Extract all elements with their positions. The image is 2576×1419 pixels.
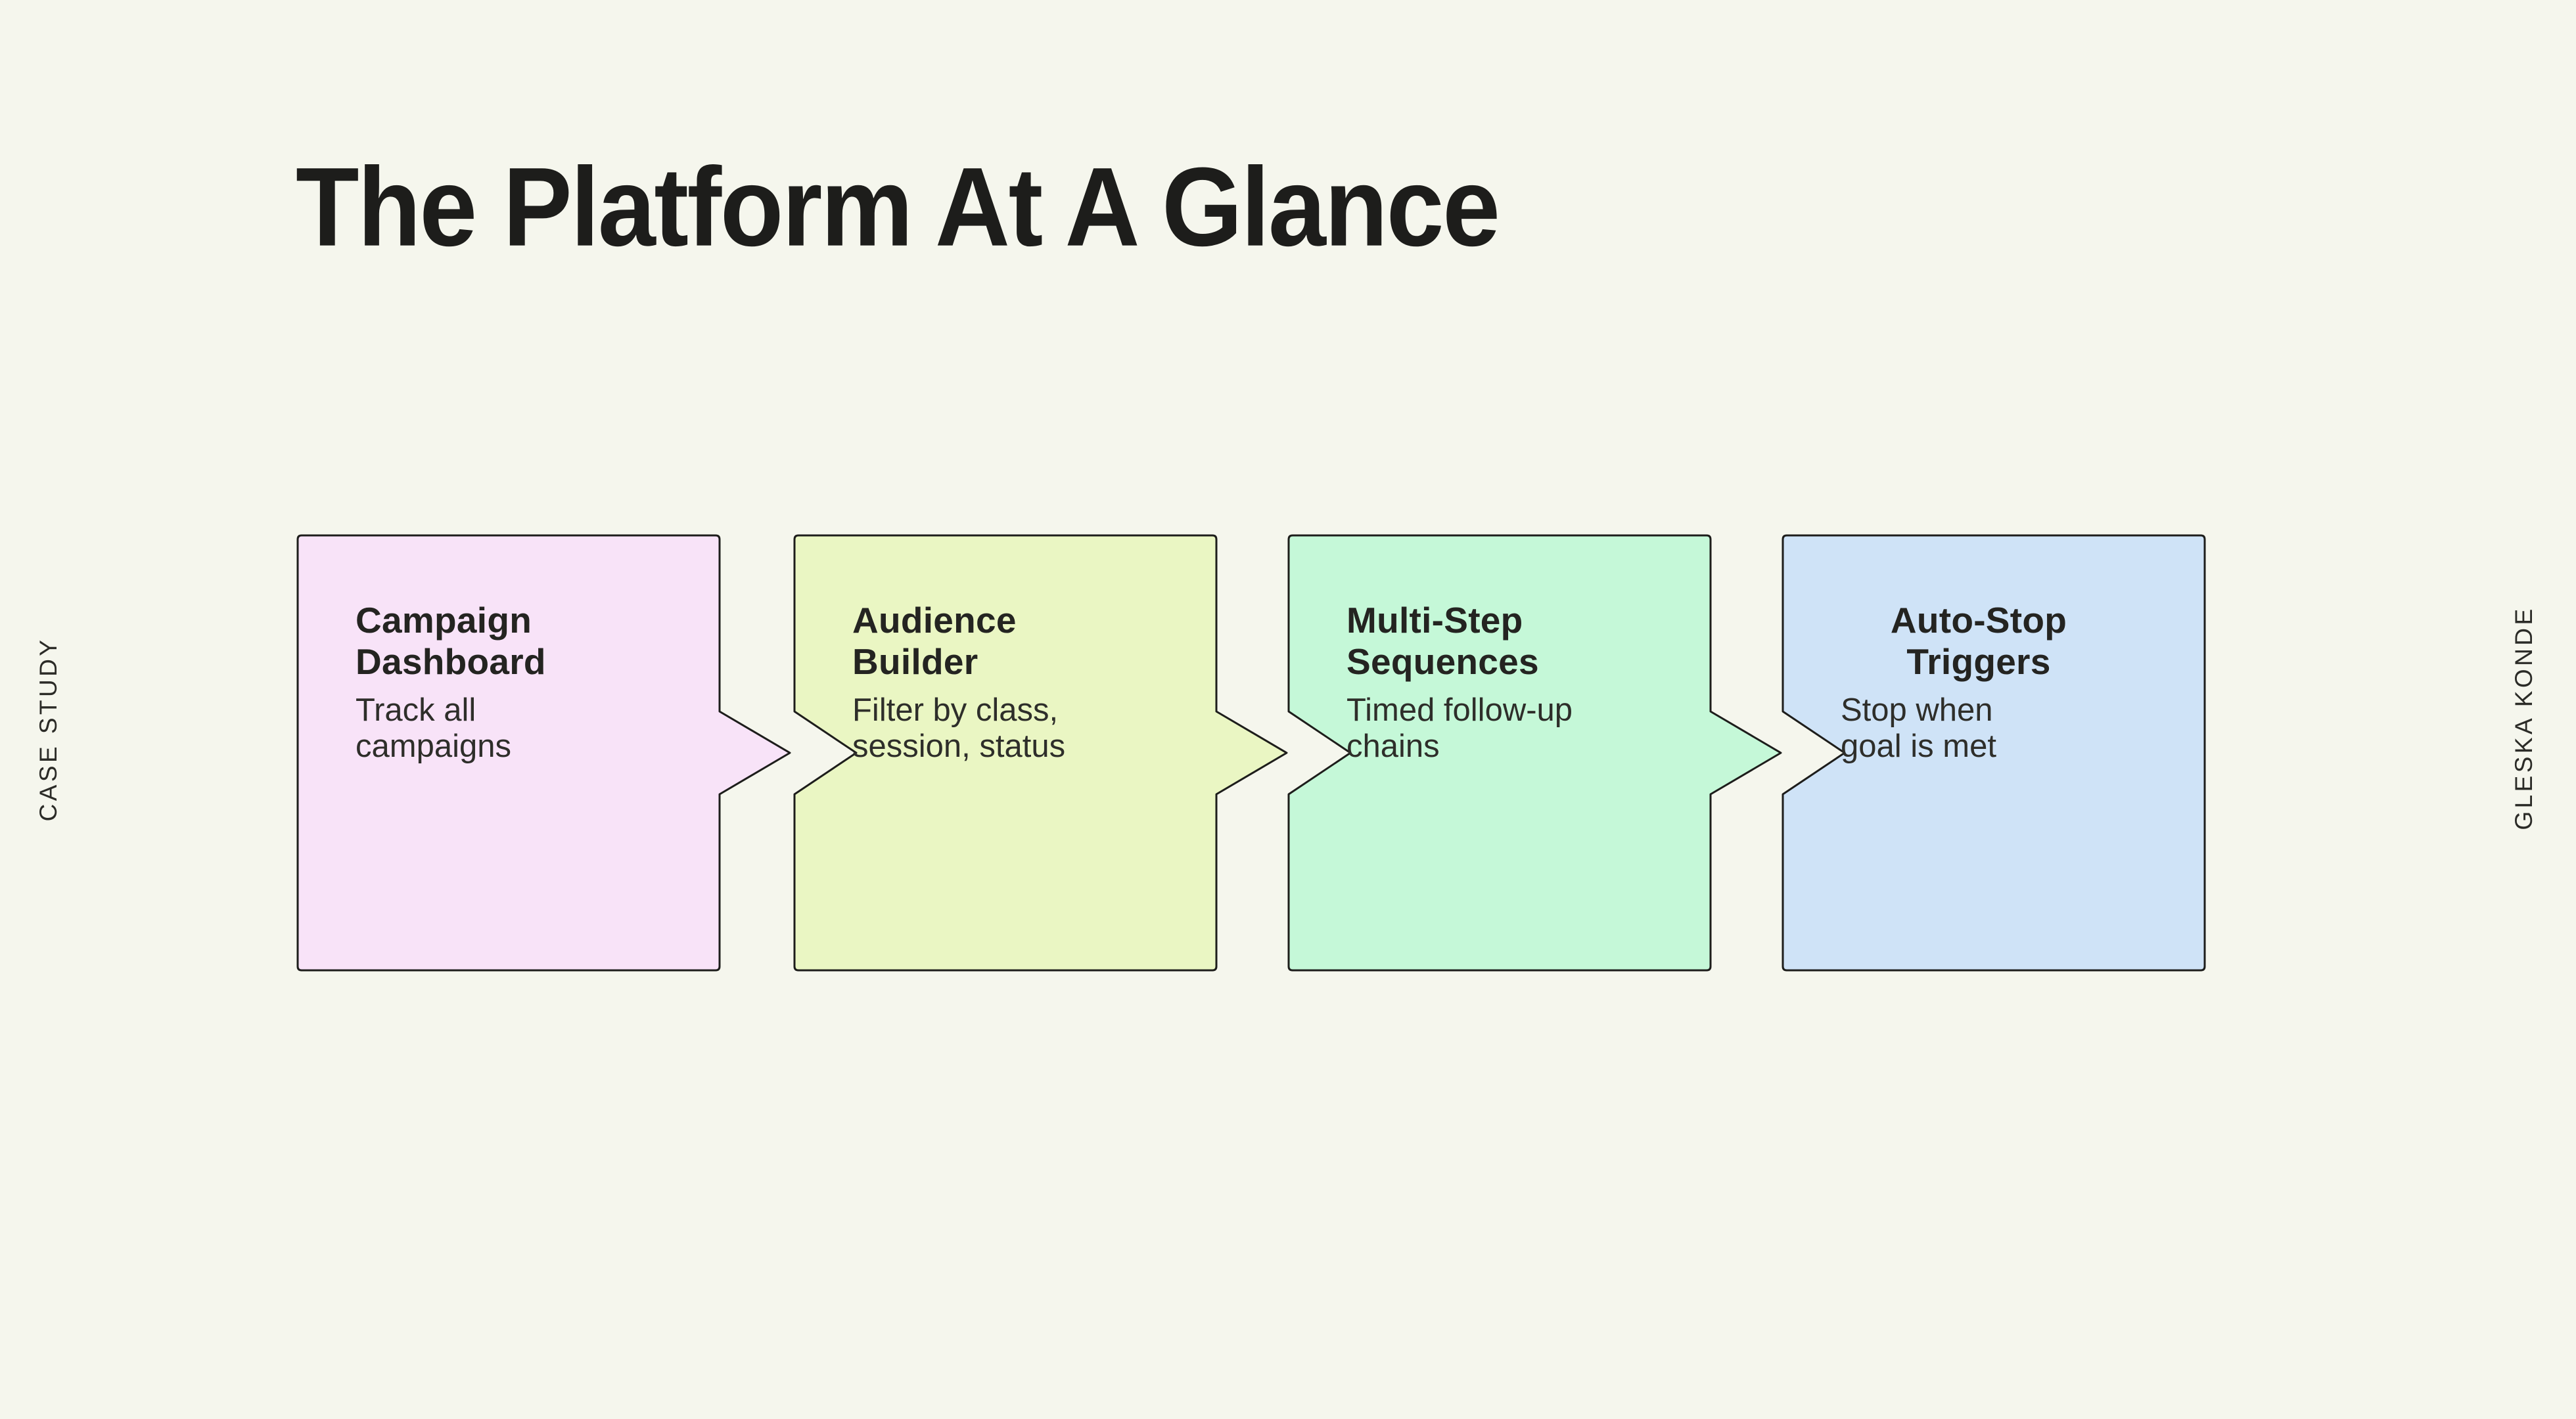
card-title: Campaign Dashboard — [356, 600, 546, 683]
card-title: Auto-Stop Triggers — [1890, 600, 2067, 683]
card-text: Auto-Stop Triggers Stop when goal is met — [1841, 600, 2169, 765]
card-audience-builder: Audience Builder Filter by class, sessio… — [793, 534, 1288, 972]
side-label-author: GLESKA KONDE — [2510, 606, 2537, 830]
card-arrow-shape — [1782, 534, 2206, 972]
card-arrow-shape — [1287, 534, 1782, 972]
card-arrow-shape — [296, 534, 791, 972]
card-title: Multi-Step Sequences — [1346, 600, 1539, 683]
page-title: The Platform At A Glance — [296, 145, 1500, 270]
card-description: Timed follow-up chains — [1346, 692, 1573, 765]
card-description: Filter by class, session, status — [852, 692, 1066, 765]
card-auto-stop-triggers: Auto-Stop Triggers Stop when goal is met — [1782, 534, 2206, 972]
card-text: Campaign Dashboard Track all campaigns — [356, 600, 684, 765]
card-text: Audience Builder Filter by class, sessio… — [852, 600, 1181, 765]
card-title: Audience Builder — [852, 600, 1017, 683]
card-description: Track all campaigns — [356, 692, 511, 765]
side-label-case-study: CASE STUDY — [35, 637, 62, 822]
card-campaign-dashboard: Campaign Dashboard Track all campaigns — [296, 534, 791, 972]
card-multi-step-sequences: Multi-Step Sequences Timed follow-up cha… — [1287, 534, 1782, 972]
card-arrow-shape — [793, 534, 1288, 972]
card-description: Stop when goal is met — [1841, 692, 1996, 765]
card-text: Multi-Step Sequences Timed follow-up cha… — [1346, 600, 1675, 765]
